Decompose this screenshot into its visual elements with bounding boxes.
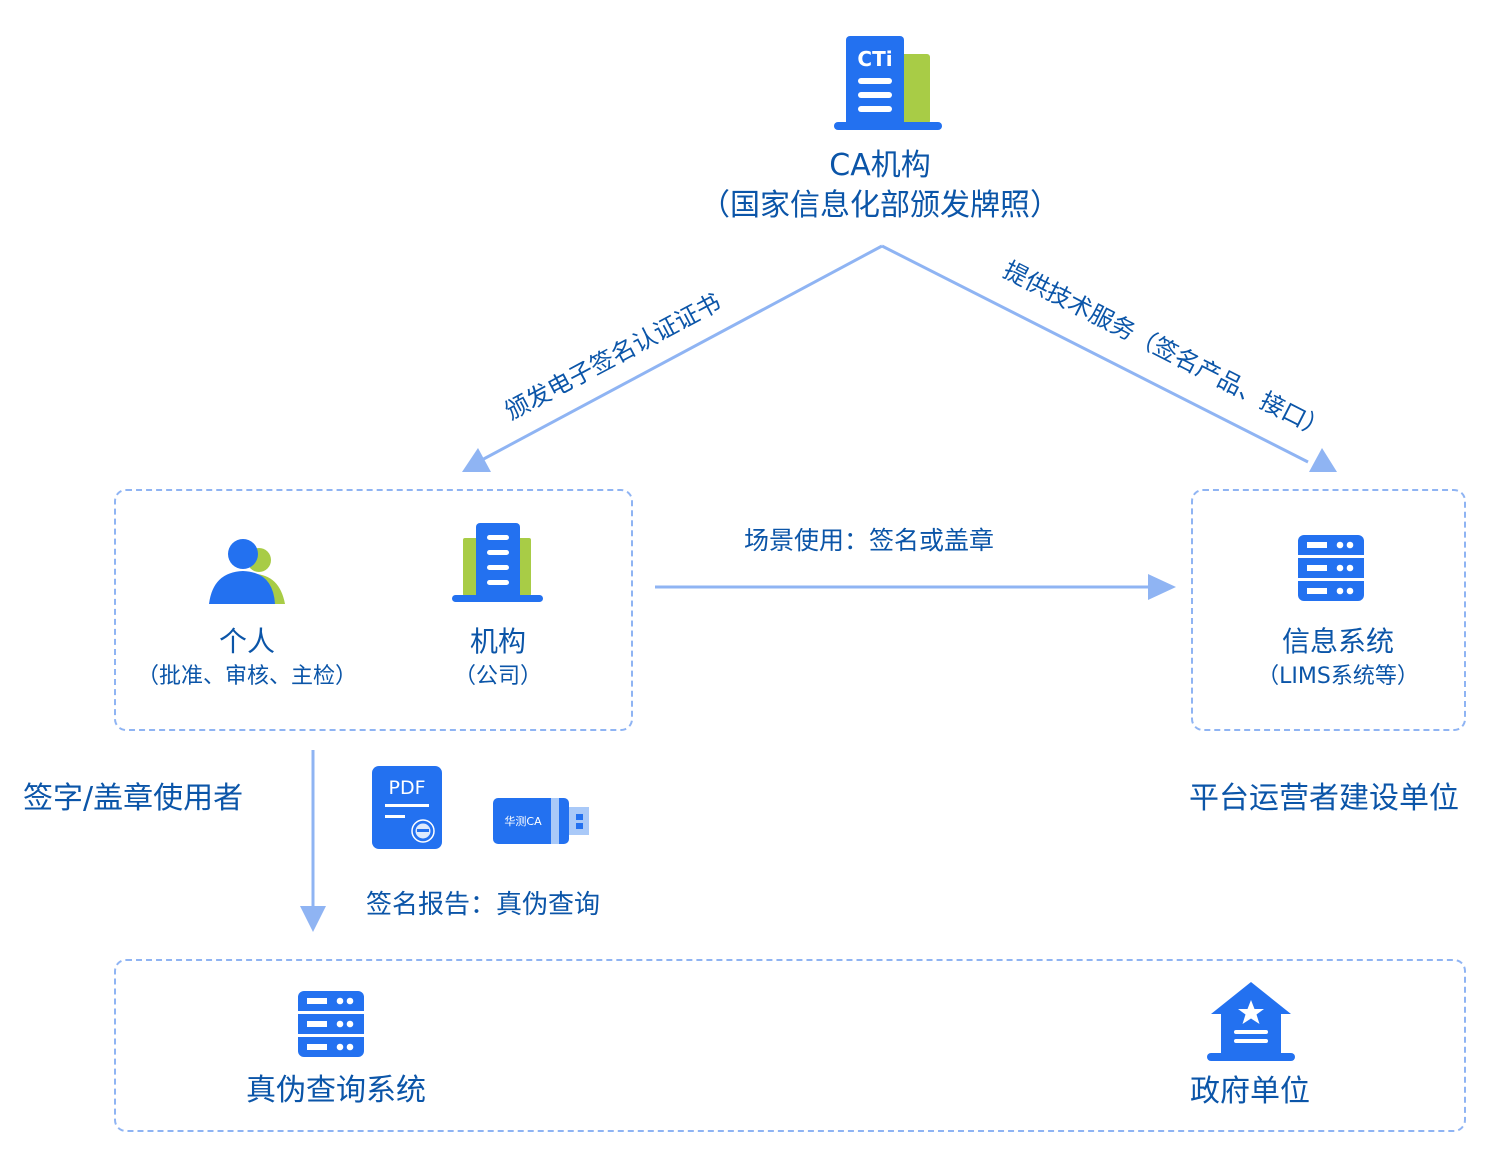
org-subtitle: （公司） [453,664,542,689]
person-title: 个人 [218,625,275,658]
ca-subtitle: （国家信息化部颁发牌照） [700,188,1060,223]
gov-title: 政府单位 [1190,1074,1310,1109]
people-icon [209,538,287,604]
info-system-box [1191,489,1466,731]
svg-text:CTi: CTi [857,47,892,71]
org-title: 机构 [469,625,526,658]
users-caption: 签字/盖章使用者 [23,781,244,816]
building-icon [452,521,544,603]
info-system-subtitle: （LIMS系统等） [1257,664,1419,689]
left-diagonal-arrow-line [477,244,883,464]
verify-server-icon [298,991,364,1057]
cti-building-icon: CTi [834,34,944,132]
svg-text:华测CA: 华测CA [504,814,542,828]
right-arrowhead [1309,448,1337,472]
pdf-document-icon: PDF [372,766,442,849]
svg-text:PDF: PDF [388,777,425,799]
info-system-title: 信息系统 [1281,625,1394,658]
vertical-label: 签名报告：真伪查询 [366,890,601,920]
ca-title: CA机构 [829,148,931,183]
right-diagonal-arrow-line [881,244,1309,464]
server-icon [1298,535,1364,601]
horizontal-label: 场景使用：签名或盖章 [744,526,995,555]
usb-key-icon: 华测CA [493,798,589,844]
info-system-caption: 平台运营者建设单位 [1189,781,1459,816]
left-arrowhead [462,448,491,472]
verify-system-title: 真伪查询系统 [246,1073,426,1108]
person-subtitle: （批准、审核、主检） [136,664,357,689]
vertical-arrowhead [300,906,326,932]
verify-group-box [114,959,1466,1132]
horizontal-arrowhead [1148,574,1176,600]
users-group-box [114,489,633,731]
government-building-icon [1207,982,1295,1062]
